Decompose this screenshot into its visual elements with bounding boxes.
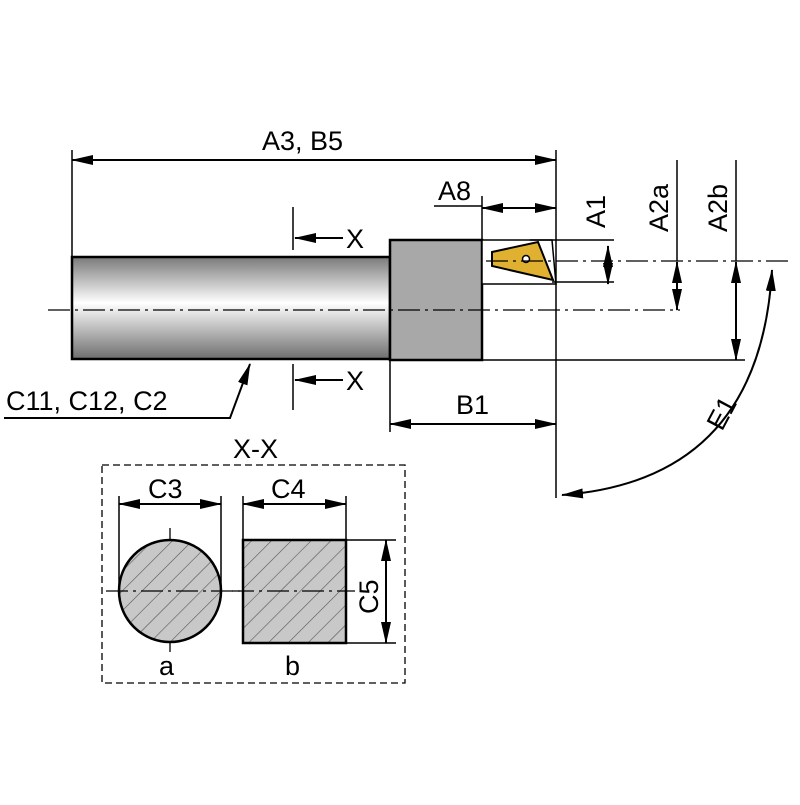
variant-b-label: b	[285, 651, 300, 681]
variant-a-label: a	[159, 651, 175, 681]
c3-label: C3	[148, 474, 183, 504]
a8-label: A8	[438, 176, 471, 206]
b1-label: B1	[456, 390, 489, 420]
a1-label: A1	[581, 195, 611, 228]
e1-angle-arc	[561, 269, 776, 499]
c5-label: C5	[354, 579, 384, 614]
c4-label: C4	[271, 474, 306, 504]
shank	[70, 255, 392, 361]
tool-head	[388, 238, 484, 362]
shank-codes-label: C11, C12, C2	[6, 386, 168, 416]
section-mark-bottom: X	[346, 366, 364, 396]
section-mark-top: X	[346, 224, 364, 254]
a2b-label: A2b	[703, 184, 733, 232]
overall-length-label: A3, B5	[262, 126, 343, 156]
a2a-label: A2a	[644, 183, 674, 232]
e1-label: E1	[701, 392, 743, 435]
section-title: X-X	[233, 434, 278, 464]
section-view-frame	[101, 464, 406, 684]
shank-codes-leader	[4, 363, 251, 419]
